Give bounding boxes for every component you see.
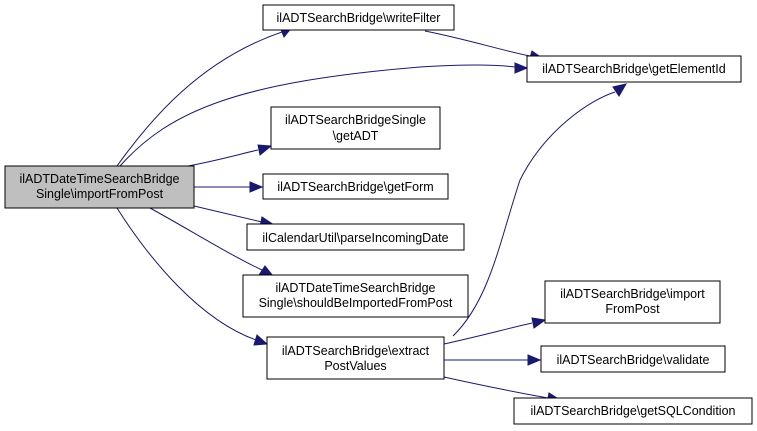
node-write-filter[interactable]: ilADTSearchBridge\writeFilter [262, 4, 455, 31]
arrowhead [514, 62, 529, 74]
arrowhead [531, 317, 547, 329]
node-get-sql-condition-label: ilADTSearchBridge\getSQLCondition [531, 404, 736, 418]
node-extract-post-values-line1: ilADTSearchBridge\extract [282, 344, 430, 358]
node-root-line2: Single\importFromPost [36, 187, 164, 201]
node-get-adt[interactable]: ilADTSearchBridgeSingle \getADT [270, 106, 441, 150]
node-get-adt-line1: ilADTSearchBridgeSingle [285, 113, 426, 127]
edge-extractpostvalues-to-getelementid [452, 91, 616, 337]
node-parse-incoming-date-label: ilCalendarUtil\parseIncomingDate [262, 231, 448, 245]
edge-extractpostvalues-to-importfrompost [443, 322, 533, 345]
edge-root-to-extractpostvalues [116, 207, 257, 341]
node-extract-post-values-line2: PostValues [324, 359, 386, 373]
node-root-line1: ilADTDateTimeSearchBridge [19, 172, 179, 186]
node-root[interactable]: ilADTDateTimeSearchBridge Single\importF… [4, 165, 195, 209]
edge-root-to-parseincomingdate [193, 205, 263, 223]
edge-extractpostvalues-to-getsqlcondition [443, 376, 549, 399]
edge-root-to-getelementid [119, 64, 516, 167]
node-should-be-imported-line1: ilADTDateTimeSearchBridge [275, 281, 435, 295]
node-validate-label: ilADTSearchBridge\validate [557, 353, 710, 367]
node-should-be-imported-line2: Single\shouldBeImportedFromPost [259, 296, 453, 310]
node-import-from-post[interactable]: ilADTSearchBridge\import FromPost [544, 280, 721, 324]
node-write-filter-label: ilADTSearchBridge\writeFilter [277, 11, 441, 25]
node-should-be-imported[interactable]: ilADTDateTimeSearchBridge Single\shouldB… [242, 274, 469, 318]
node-get-form[interactable]: ilADTSearchBridge\getForm [262, 173, 449, 200]
arrowhead [612, 83, 628, 97]
arrowhead [249, 181, 264, 193]
node-get-adt-line2: \getADT [333, 129, 379, 143]
node-parse-incoming-date[interactable]: ilCalendarUtil\parseIncomingDate [246, 223, 465, 251]
node-import-from-post-line2: FromPost [605, 302, 660, 316]
edge-root-to-shouldbeimported [149, 207, 263, 271]
node-extract-post-values[interactable]: ilADTSearchBridge\extract PostValues [266, 336, 445, 380]
arrowhead [257, 144, 273, 156]
node-get-sql-condition[interactable]: ilADTSearchBridge\getSQLCondition [513, 397, 753, 425]
edge-root-to-getadt [187, 149, 259, 167]
node-import-from-post-line1: ilADTSearchBridge\import [560, 287, 705, 301]
node-get-element-id-label: ilADTSearchBridge\getElementId [542, 62, 725, 76]
node-get-element-id[interactable]: ilADTSearchBridge\getElementId [526, 55, 742, 83]
edge-root-to-writefilter [116, 31, 283, 167]
node-get-form-label: ilADTSearchBridge\getForm [277, 180, 433, 194]
arrowhead [253, 334, 269, 346]
arrowhead [527, 354, 542, 366]
node-validate[interactable]: ilADTSearchBridge\validate [540, 345, 726, 373]
edge-writefilter-to-getelementid [424, 30, 531, 57]
